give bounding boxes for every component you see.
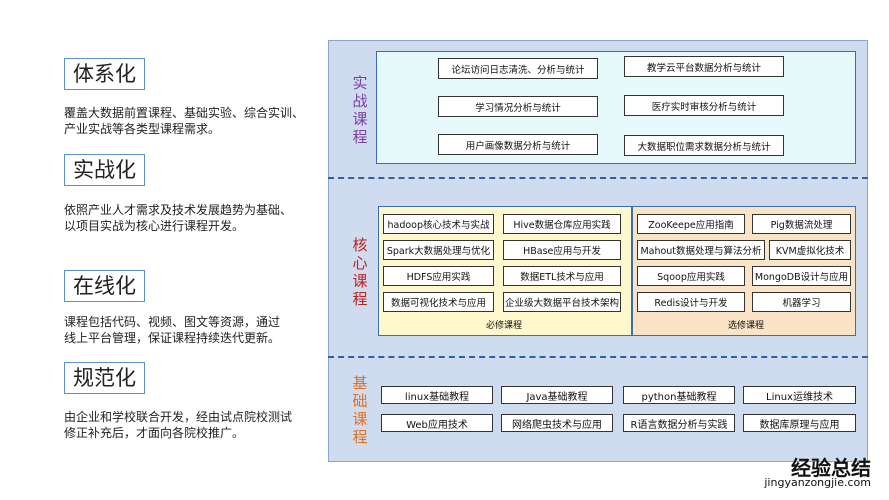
elective-course-item: Pig数据流处理 [752, 214, 851, 234]
feature-desc-line: 覆盖大数据前置课程、基础实验、综合实训、 [64, 106, 305, 120]
required-course-item: Hive数据仓库应用实践 [503, 214, 621, 234]
basic-course-item: python基础教程 [623, 386, 735, 404]
basic-course-item: Java基础教程 [501, 386, 613, 404]
feature-desc-systematic: 覆盖大数据前置课程、基础实验、综合实训、 产业实战等各类型课程需求。 [64, 105, 324, 137]
feature-title-systematic: 体系化 [64, 58, 145, 90]
feature-desc-line: 线上平台管理，保证课程持续迭代更新。 [64, 331, 281, 345]
elective-course-item: Redis设计与开发 [637, 292, 745, 312]
feature-title-online: 在线化 [64, 270, 145, 302]
feature-desc-standardized: 由企业和学校联合开发，经由试点院校测试 修正补充后，才面向各院校推广。 [64, 409, 324, 441]
section-label-core: 核心课程 [352, 236, 368, 308]
required-course-item: HBase应用与开发 [503, 240, 621, 260]
practice-course-item: 学习情况分析与统计 [438, 96, 598, 117]
basic-course-item: 数据库原理与应用 [743, 414, 856, 432]
required-course-caption: 必修课程 [486, 321, 523, 331]
section-divider [328, 177, 868, 179]
feature-title-practical: 实战化 [64, 154, 145, 186]
practice-course-item: 用户画像数据分析与统计 [438, 134, 598, 155]
basic-course-item: 网络爬虫技术与应用 [501, 414, 613, 432]
practice-course-item: 大数据职位需求数据分析与统计 [624, 135, 784, 156]
section-divider [328, 356, 868, 358]
elective-course-caption: 选修课程 [728, 321, 765, 331]
basic-course-item: Web应用技术 [381, 414, 493, 432]
section-label-basic: 基础课程 [352, 374, 368, 446]
required-course-item: Spark大数据处理与优化 [383, 240, 494, 260]
watermark-url: jingyanzongjie.com [764, 476, 871, 489]
feature-desc-line: 修正补充后，才面向各院校推广。 [64, 426, 245, 440]
feature-desc-practical: 依照产业人才需求及技术发展趋势为基础、 以项目实战为核心进行课程开发。 [64, 202, 324, 234]
practice-course-item: 教学云平台数据分析与统计 [624, 56, 784, 77]
basic-course-item: R语言数据分析与实践 [623, 414, 735, 432]
basic-course-item: linux基础教程 [381, 386, 493, 404]
required-course-item: HDFS应用实践 [383, 266, 494, 286]
elective-course-item: Sqoop应用实践 [637, 266, 745, 286]
feature-desc-line: 课程包括代码、视频、图文等资源，通过 [64, 315, 281, 329]
watermark-logo: 经验总结 [791, 456, 871, 480]
elective-course-item: Mahout数据处理与算法分析 [637, 240, 765, 260]
basic-course-item: Linux运维技术 [743, 386, 856, 404]
feature-desc-line: 以项目实战为核心进行课程开发。 [64, 219, 245, 233]
feature-desc-online: 课程包括代码、视频、图文等资源，通过 线上平台管理，保证课程持续迭代更新。 [64, 314, 324, 346]
feature-desc-line: 由企业和学校联合开发，经由试点院校测试 [64, 410, 293, 424]
section-label-practice: 实战课程 [352, 74, 368, 146]
required-course-item: hadoop核心技术与实战 [383, 214, 494, 234]
required-course-item: 企业级大数据平台技术架构 [503, 292, 621, 312]
elective-course-item: 机器学习 [752, 292, 851, 312]
elective-course-item: ZooKeepe应用指南 [637, 214, 745, 234]
elective-course-item: KVM虚拟化技术 [769, 240, 851, 260]
elective-course-item: MongoDB设计与应用 [752, 266, 851, 286]
feature-desc-line: 产业实战等各类型课程需求。 [64, 122, 221, 136]
practice-course-item: 论坛访问日志清洗、分析与统计 [438, 58, 598, 79]
feature-desc-line: 依照产业人才需求及技术发展趋势为基础、 [64, 203, 293, 217]
required-course-item: 数据可视化技术与应用 [383, 292, 494, 312]
practice-course-item: 医疗实时审核分析与统计 [624, 95, 784, 116]
feature-title-standardized: 规范化 [64, 362, 145, 394]
required-course-item: 数据ETL技术与应用 [503, 266, 621, 286]
